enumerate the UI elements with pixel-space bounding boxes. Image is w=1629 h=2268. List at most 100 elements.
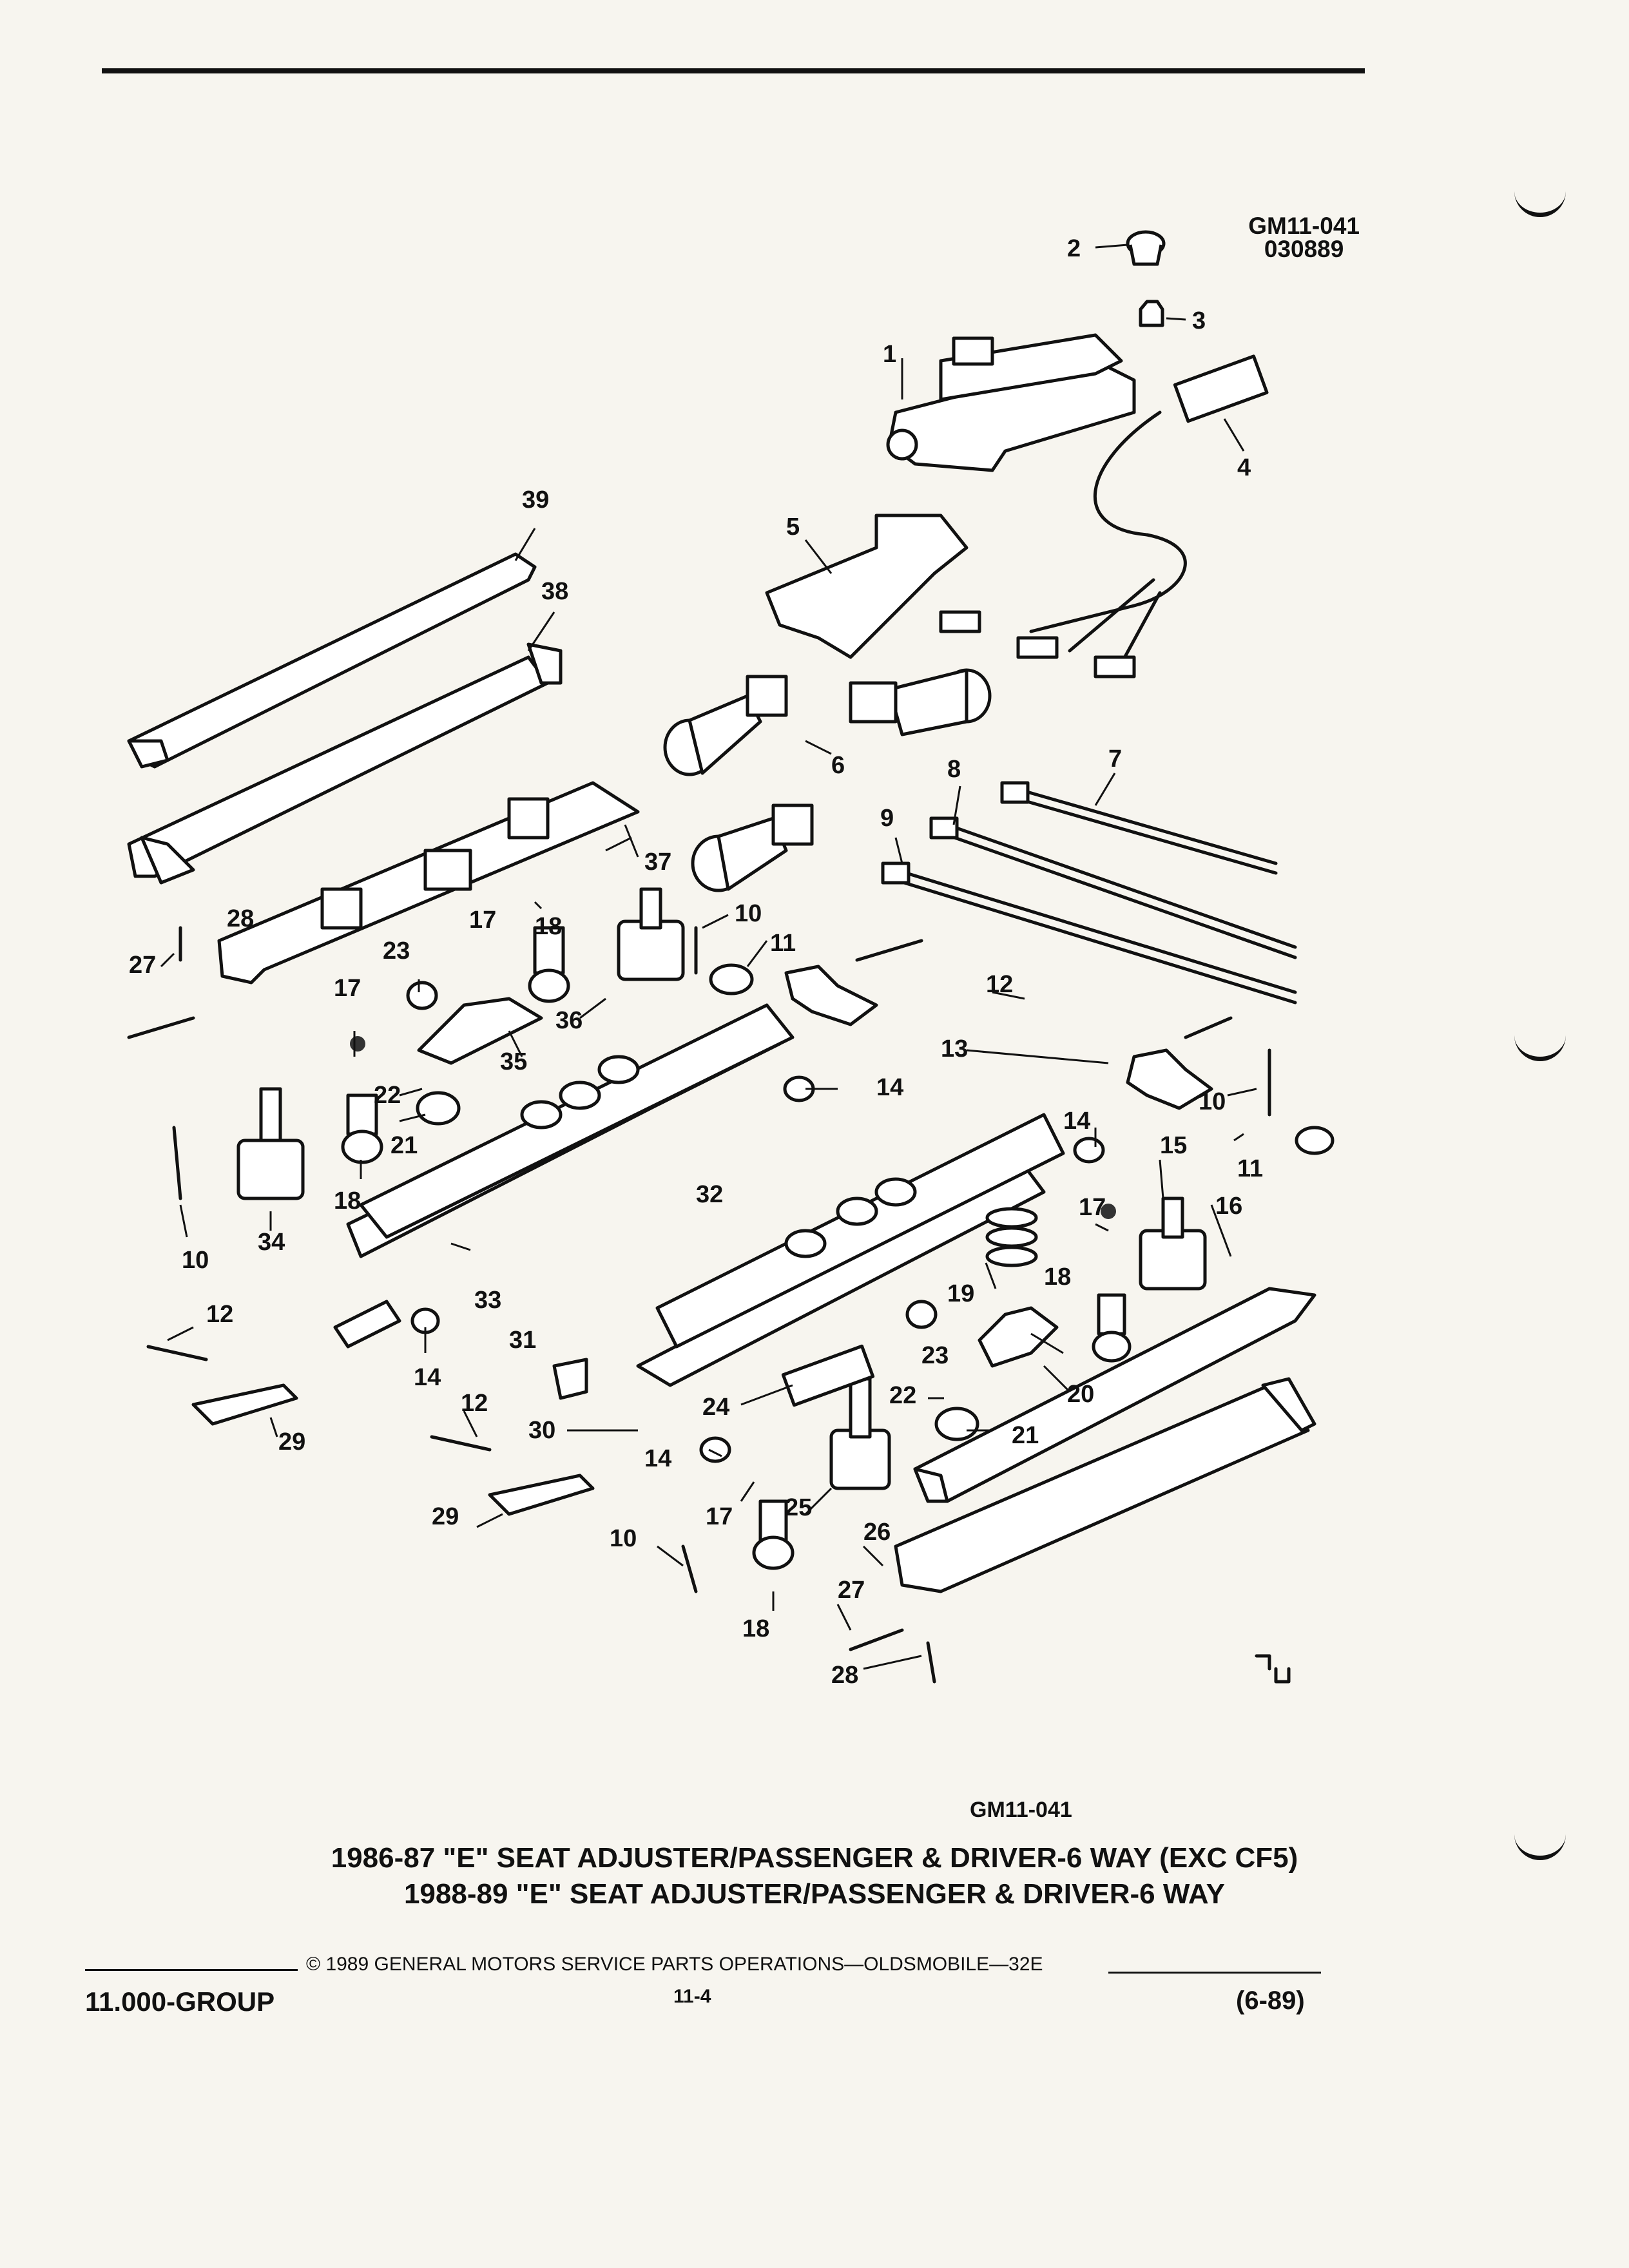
binder-mark-bottom bbox=[1514, 1830, 1566, 1860]
part-29-wedge-a bbox=[191, 1383, 298, 1426]
callout-11a: 11 bbox=[770, 930, 796, 957]
callout-21b: 21 bbox=[1012, 1422, 1039, 1449]
part-3-cap bbox=[1139, 300, 1164, 327]
bolts-and-screws bbox=[127, 926, 1271, 1684]
callout-19: 19 bbox=[947, 1280, 974, 1307]
binder-mark-top bbox=[1514, 187, 1566, 217]
footer-copyright: © 1989 GENERAL MOTORS SERVICE PARTS OPER… bbox=[306, 1954, 1043, 1975]
part-1-motor-housing bbox=[886, 333, 1136, 472]
callout-17a: 17 bbox=[469, 907, 496, 934]
callout-17c: 17 bbox=[1079, 1194, 1106, 1221]
callout-10c: 10 bbox=[182, 1247, 209, 1274]
callout-30: 30 bbox=[528, 1417, 555, 1444]
callout-20: 20 bbox=[1067, 1381, 1094, 1408]
callout-10b: 10 bbox=[1199, 1088, 1226, 1115]
callout-4: 4 bbox=[1237, 454, 1251, 481]
callout-labels: 2 3 1 4 39 5 38 6 7 8 9 37 17 18 28 10 1… bbox=[129, 235, 1263, 1689]
callout-18a: 18 bbox=[535, 913, 562, 940]
callout-7: 7 bbox=[1108, 745, 1122, 773]
callout-22a: 22 bbox=[374, 1082, 401, 1109]
part-2-knob bbox=[1126, 230, 1166, 266]
callout-12a: 12 bbox=[986, 971, 1013, 998]
callout-37: 37 bbox=[644, 849, 671, 876]
figure-ref-code: GM11-041 bbox=[1248, 213, 1360, 239]
washers-and-nuts bbox=[406, 963, 1335, 1463]
part-6-motors bbox=[663, 668, 992, 892]
part-31-clip bbox=[552, 1358, 588, 1400]
part-26-channel bbox=[894, 1377, 1316, 1593]
callout-18d: 18 bbox=[742, 1615, 769, 1642]
callout-3: 3 bbox=[1192, 307, 1206, 334]
part-39-channel bbox=[127, 552, 537, 769]
callout-16: 16 bbox=[1215, 1193, 1242, 1220]
callout-17d: 17 bbox=[706, 1503, 733, 1530]
exploded-parts-diagram: 2 3 1 4 39 5 38 6 7 8 9 37 17 18 28 10 1… bbox=[127, 230, 1335, 1689]
callout-8: 8 bbox=[947, 756, 961, 783]
callout-39: 39 bbox=[522, 486, 549, 514]
callout-36: 36 bbox=[555, 1007, 583, 1034]
part-5-bracket bbox=[765, 514, 969, 659]
callout-29a: 29 bbox=[278, 1428, 305, 1456]
caption-line-2: 1988-89 "E" SEAT ADJUSTER/PASSENGER & DR… bbox=[403, 1878, 1226, 1910]
callout-23b: 23 bbox=[921, 1342, 949, 1369]
callout-12b: 12 bbox=[206, 1301, 233, 1328]
callout-23a: 23 bbox=[383, 937, 410, 965]
callout-14c: 14 bbox=[414, 1364, 441, 1391]
callout-13: 13 bbox=[941, 1035, 968, 1062]
caption-line-1: 1986-87 "E" SEAT ADJUSTER/PASSENGER & DR… bbox=[331, 1842, 1298, 1874]
callout-1: 1 bbox=[883, 341, 896, 368]
footer-rule-right bbox=[1108, 1972, 1321, 1974]
callout-18c: 18 bbox=[1044, 1264, 1071, 1291]
callout-10d: 10 bbox=[610, 1525, 637, 1552]
callout-35: 35 bbox=[500, 1048, 527, 1075]
callout-22b: 22 bbox=[889, 1382, 916, 1409]
part-19-spring bbox=[985, 1207, 1038, 1267]
caption-figure-id: GM11-041 bbox=[970, 1798, 1072, 1822]
footer-page-number: 11-4 bbox=[673, 1986, 711, 2007]
callout-2: 2 bbox=[1067, 235, 1081, 262]
parts-7-8-9-cables bbox=[881, 781, 1297, 1004]
callout-31: 31 bbox=[509, 1327, 536, 1354]
footer-rule-left bbox=[85, 1969, 298, 1971]
part-29-wedge-b bbox=[488, 1474, 595, 1516]
callout-14a: 14 bbox=[876, 1074, 903, 1101]
part-13-brackets bbox=[784, 965, 1213, 1110]
callout-32: 32 bbox=[696, 1181, 723, 1208]
part-18-gears bbox=[341, 926, 1132, 1570]
callout-29b: 29 bbox=[432, 1503, 459, 1530]
callout-34: 34 bbox=[258, 1229, 285, 1256]
callout-25: 25 bbox=[785, 1494, 812, 1521]
figure-reference: GM11-041 030889 bbox=[1248, 213, 1360, 262]
callout-24: 24 bbox=[702, 1394, 729, 1421]
callout-38: 38 bbox=[541, 578, 568, 605]
callout-21a: 21 bbox=[390, 1132, 418, 1159]
figure-ref-date: 030889 bbox=[1264, 236, 1344, 262]
callout-14b: 14 bbox=[1063, 1108, 1090, 1135]
callout-33: 33 bbox=[474, 1287, 501, 1314]
part-24-block bbox=[781, 1344, 875, 1407]
part-20-bracket bbox=[978, 1306, 1059, 1368]
callout-28b: 28 bbox=[831, 1662, 858, 1689]
callout-17b: 17 bbox=[334, 975, 361, 1002]
part-33-lower-rail bbox=[333, 1003, 795, 1349]
callout-28a: 28 bbox=[227, 905, 254, 932]
callout-18b: 18 bbox=[334, 1187, 361, 1215]
footer-group: 11.000-GROUP bbox=[85, 1986, 275, 2017]
footer-date: (6-89) bbox=[1236, 1986, 1305, 2015]
callout-15: 15 bbox=[1160, 1132, 1187, 1159]
callout-14d: 14 bbox=[644, 1445, 671, 1472]
callout-26: 26 bbox=[863, 1519, 891, 1546]
part-35-bracket bbox=[417, 997, 543, 1065]
callout-6: 6 bbox=[831, 752, 845, 779]
callout-5: 5 bbox=[786, 514, 800, 541]
top-rule bbox=[102, 68, 1365, 73]
callout-12c: 12 bbox=[461, 1390, 488, 1417]
gear-motors bbox=[236, 887, 1207, 1490]
part-16-channel bbox=[913, 1287, 1316, 1503]
callout-27b: 27 bbox=[838, 1577, 865, 1604]
callout-11b: 11 bbox=[1237, 1155, 1263, 1182]
callout-9: 9 bbox=[880, 805, 894, 832]
leader-lines bbox=[160, 244, 1257, 1670]
corner-mark bbox=[1255, 1654, 1291, 1684]
part-37-rail bbox=[217, 781, 640, 985]
